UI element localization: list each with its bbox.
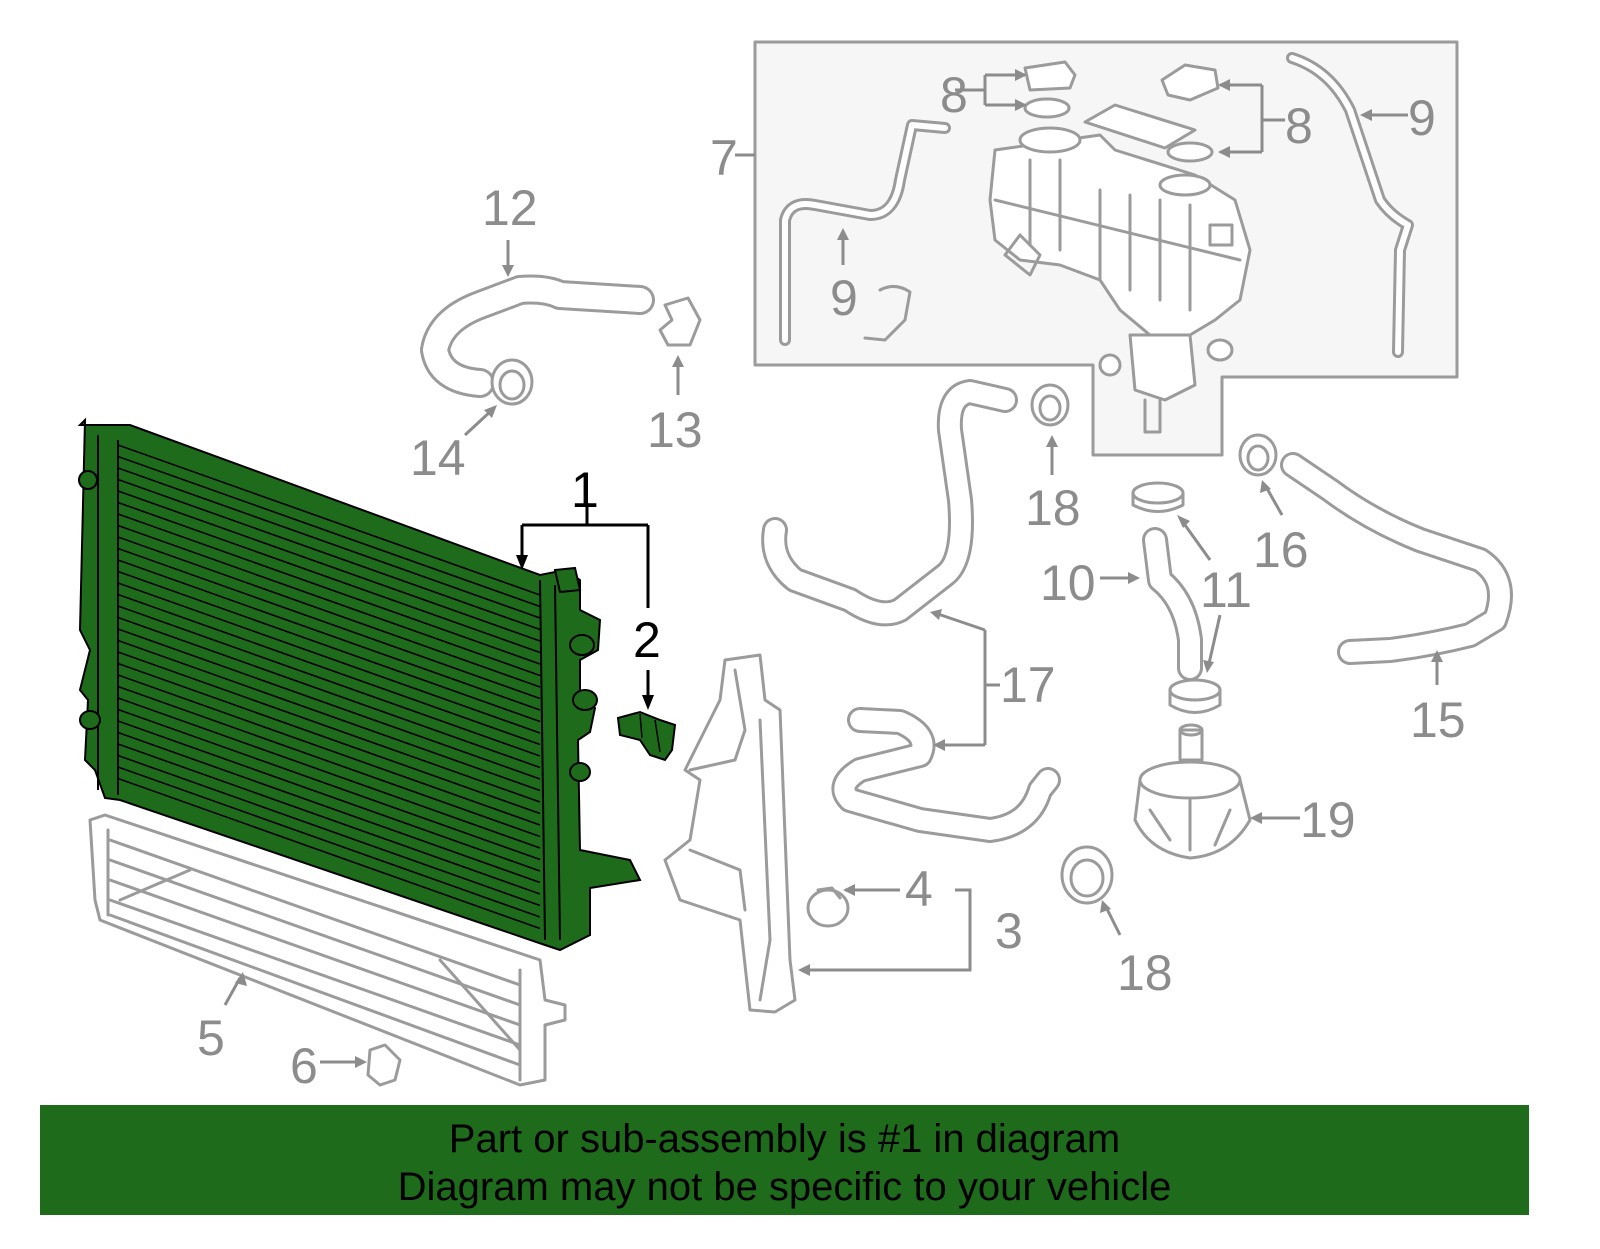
callout-16: 16 xyxy=(1253,522,1309,578)
reservoir-cap-right xyxy=(1160,63,1220,163)
callout-17: 17 xyxy=(1000,657,1056,713)
callout-11: 11 xyxy=(1200,562,1252,618)
callout-5: 5 xyxy=(197,1010,225,1066)
callout-7: 7 xyxy=(710,130,738,186)
callout-14: 14 xyxy=(410,430,466,486)
callout-9-right: 9 xyxy=(1408,90,1436,146)
hose-clamp-11-upper xyxy=(1131,481,1185,513)
callout-19: 19 xyxy=(1300,792,1356,848)
info-banner: Part or sub-assembly is #1 in diagram Di… xyxy=(40,1105,1529,1215)
auxiliary-water-pump xyxy=(1133,723,1252,860)
lower-hose-15 xyxy=(1280,452,1513,665)
radiator xyxy=(77,417,642,952)
callout-8-right: 8 xyxy=(1285,98,1313,154)
hose-clamp-18-lower xyxy=(1060,845,1114,905)
callout-1: 1 xyxy=(571,462,599,518)
hose-clip xyxy=(863,285,912,342)
callout-18-lower: 18 xyxy=(1117,945,1173,1001)
callout-3: 3 xyxy=(995,903,1023,959)
banner-line-1: Part or sub-assembly is #1 in diagram xyxy=(448,1117,1121,1161)
hose-clamp-11-lower xyxy=(1168,678,1222,714)
callout-18-upper: 18 xyxy=(1025,480,1081,536)
heater-hose-lower xyxy=(831,707,1061,843)
reservoir-cap-left xyxy=(1023,60,1077,119)
hose-clamp-16 xyxy=(1238,433,1278,477)
radiator-drain-plug xyxy=(616,710,677,762)
hose-clamp-14 xyxy=(490,358,534,406)
push-pin-6 xyxy=(366,1043,402,1087)
callout-4: 4 xyxy=(905,861,933,917)
push-pin-4 xyxy=(806,886,850,928)
hose-clamp-18-upper xyxy=(1030,383,1070,427)
reservoir-label-plate xyxy=(1083,103,1197,150)
air-deflector xyxy=(663,653,797,1014)
callout-13: 13 xyxy=(647,402,703,458)
leader-lines xyxy=(223,69,1443,1068)
callout-2: 2 xyxy=(633,612,661,668)
callout-15: 15 xyxy=(1410,692,1466,748)
callout-10: 10 xyxy=(1040,555,1096,611)
callout-12: 12 xyxy=(482,180,538,236)
banner-line-2: Diagram may not be specific to your vehi… xyxy=(397,1165,1172,1209)
heater-hose-upper xyxy=(761,379,1018,627)
callout-6: 6 xyxy=(290,1038,318,1094)
charge-air-cooler xyxy=(88,813,567,1087)
callout-9-left: 9 xyxy=(830,270,858,326)
hose-clip-13 xyxy=(658,296,702,347)
pump-hose xyxy=(1142,527,1203,681)
coolant-reservoir xyxy=(988,126,1252,434)
upper-radiator-hose xyxy=(420,274,655,398)
callout-8-left: 8 xyxy=(940,67,968,123)
